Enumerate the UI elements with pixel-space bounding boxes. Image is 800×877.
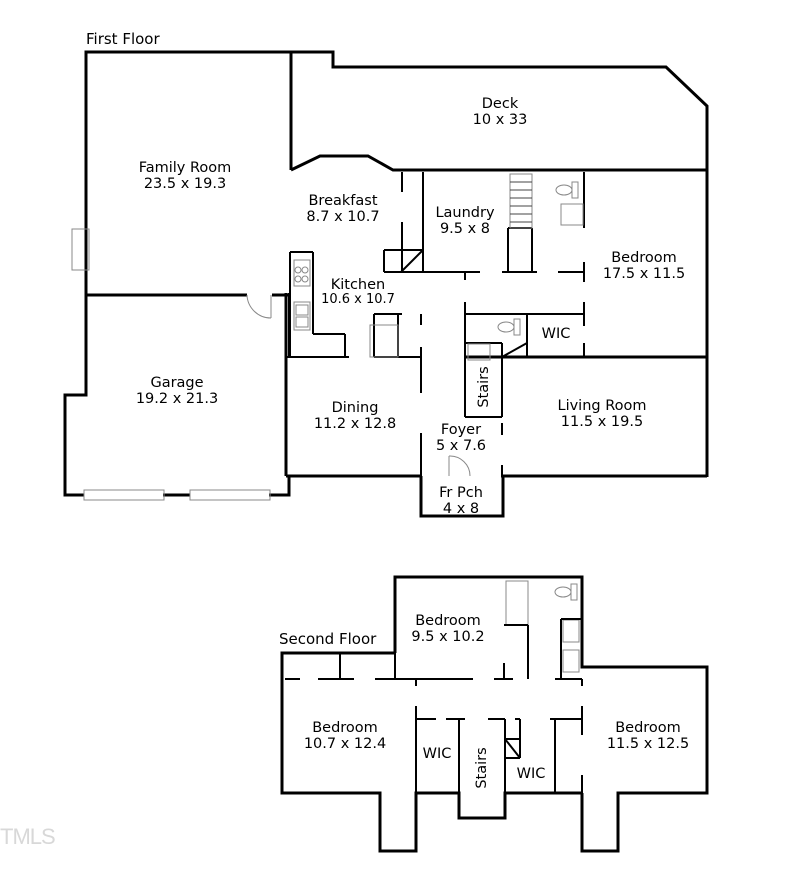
first-floor-title: First Floor <box>86 30 160 48</box>
mls-watermark: TMLS <box>0 824 56 849</box>
room-stairs-second: Stairs <box>474 747 490 789</box>
room-wic-2b: WIC <box>516 766 546 782</box>
room-wic-2a: WIC <box>422 746 452 762</box>
room-stairs-first: Stairs <box>476 366 492 408</box>
second-floor-title: Second Floor <box>279 630 377 648</box>
room-wic-first: WIC <box>541 326 571 342</box>
